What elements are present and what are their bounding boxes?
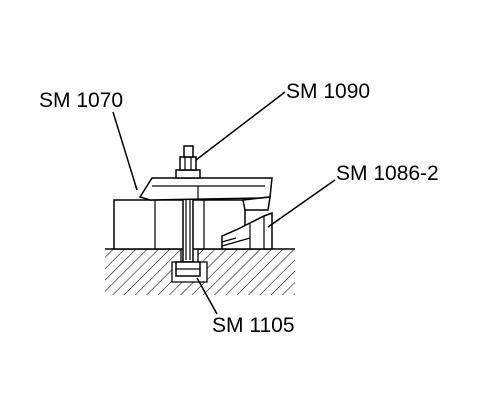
leader-line-sm1090 — [195, 91, 286, 161]
label-sm1105: SM 1105 — [212, 314, 295, 337]
nut-sm1090 — [175, 145, 201, 179]
label-sm1086-2: SM 1086-2 — [336, 162, 439, 185]
label-sm1090: SM 1090 — [286, 80, 370, 103]
step-block-sm1086-2 — [221, 211, 273, 250]
strap-clamp-sm1070 — [138, 177, 273, 211]
leader-line-sm1105 — [196, 277, 218, 315]
t-slot-bolt-sm1105 — [175, 194, 201, 277]
label-sm1070: SM 1070 — [39, 89, 123, 112]
leader-line-sm1070 — [112, 111, 138, 191]
leader-line-sm1086-2 — [267, 179, 336, 228]
